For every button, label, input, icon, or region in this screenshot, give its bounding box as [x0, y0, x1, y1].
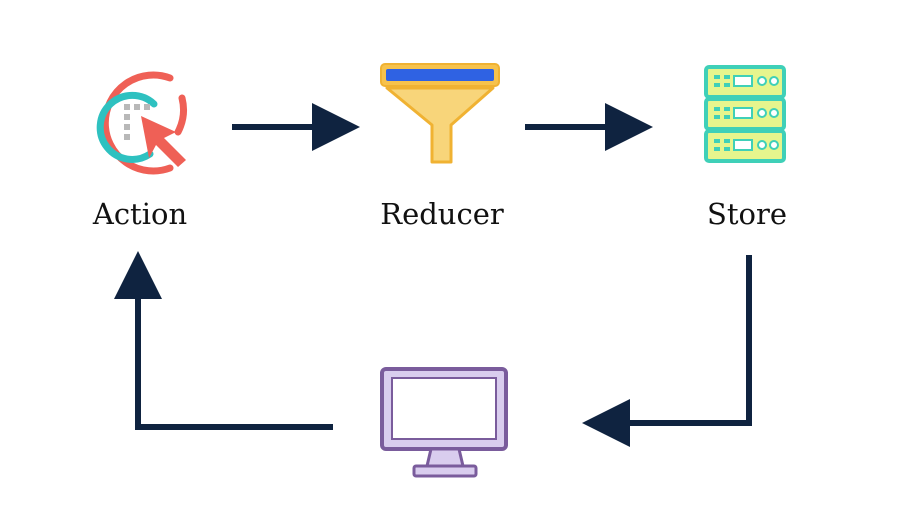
action-label: Action — [92, 197, 188, 231]
cursor-click-icon — [96, 71, 187, 175]
server-stack-icon — [704, 65, 786, 163]
arrow-view-to-action — [114, 251, 333, 430]
monitor-icon — [380, 367, 508, 478]
funnel-icon — [380, 63, 500, 164]
arrow-store-to-view — [582, 255, 752, 447]
store-label: Store — [706, 197, 787, 231]
reducer-label: Reducer — [380, 197, 504, 231]
